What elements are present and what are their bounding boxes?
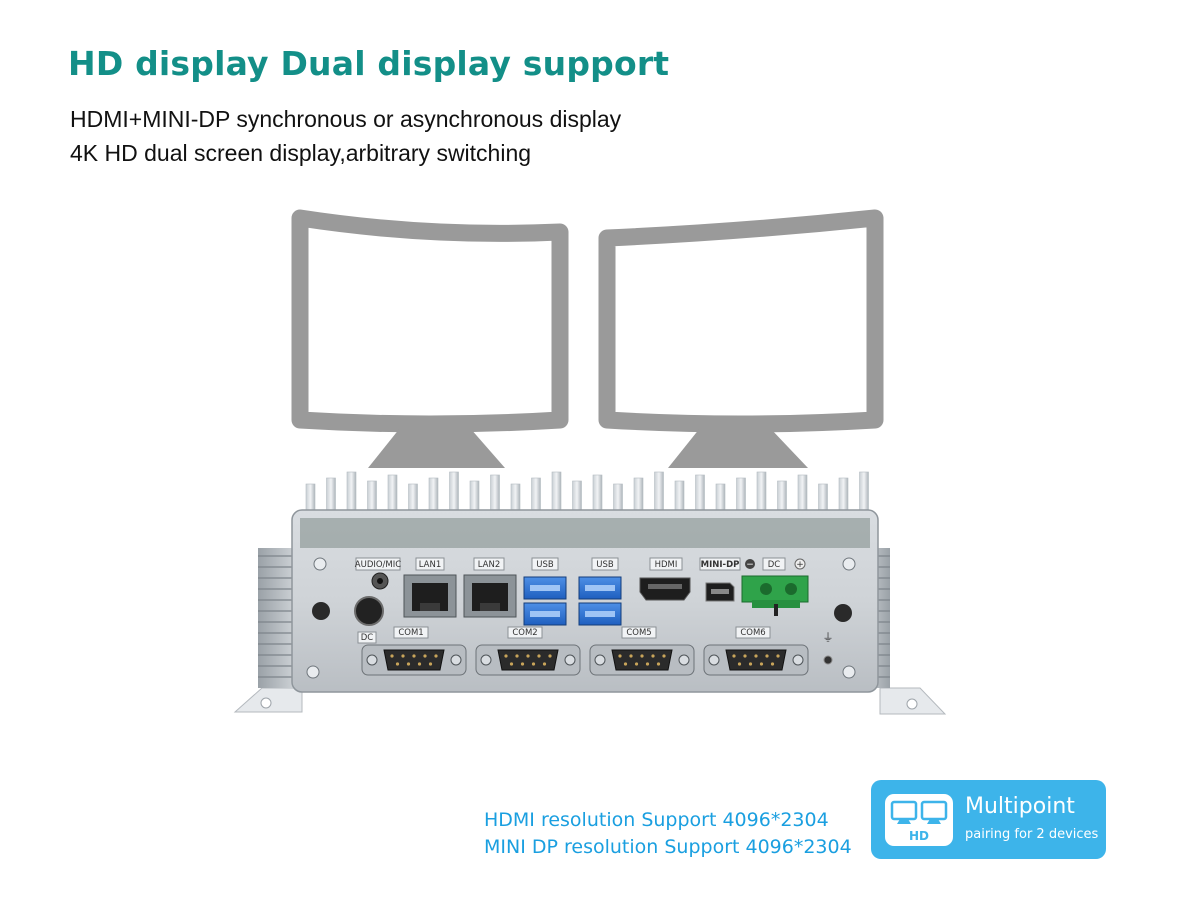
serial-port	[703, 644, 809, 676]
label-com2: COM2	[512, 628, 537, 638]
serial-ports	[361, 644, 809, 676]
heatsink-fins	[305, 471, 869, 519]
serial-port	[361, 644, 467, 676]
usb-port-stack-1	[523, 576, 567, 626]
ground-screw	[823, 655, 833, 665]
subtitle-line-1: HDMI+MINI-DP synchronous or asynchronous…	[70, 106, 622, 132]
screw-icon	[306, 557, 856, 679]
label-dc-left: DC	[361, 633, 374, 643]
badge-subtitle: pairing for 2 devices	[965, 827, 1099, 842]
page-title: HD display Dual display support	[68, 44, 670, 83]
label-com5: COM5	[626, 628, 651, 638]
mounting-bracket-icon	[233, 687, 947, 715]
badge-hd-label: HD	[909, 829, 929, 843]
lan-port-1	[403, 574, 457, 618]
badge-title: Multipoint	[965, 794, 1075, 819]
product-illustration: AUDIO/MIC LAN1 LAN2 USB USB HDMI MINI-DP…	[233, 209, 947, 715]
left-monitor-icon	[291, 209, 569, 468]
label-hdmi: HDMI	[655, 560, 678, 570]
label-audio-mic: AUDIO/MIC	[355, 560, 401, 570]
power-button	[354, 596, 384, 626]
label-lan1: LAN1	[419, 560, 442, 570]
dc-terminal-block	[741, 575, 809, 616]
label-mini-dp: MINI-DP	[701, 560, 740, 570]
label-com6: COM6	[740, 628, 765, 638]
label-usb-2: USB	[596, 560, 614, 570]
mini-dp-port	[705, 582, 735, 602]
subtitle-line-2: 4K HD dual screen display,arbitrary swit…	[70, 140, 532, 166]
usb-port-stack-2	[578, 576, 622, 626]
dual-monitor-hd-icon: HD	[885, 794, 953, 846]
serial-port	[475, 644, 581, 676]
multipoint-badge: HD Multipoint pairing for 2 devices	[871, 780, 1106, 859]
hdmi-port	[639, 577, 691, 601]
mount-hole	[312, 602, 330, 620]
right-monitor-icon	[598, 209, 884, 468]
label-dc-terminal: DC	[768, 560, 781, 570]
label-usb-1: USB	[536, 560, 554, 570]
lan-port-2	[463, 574, 517, 618]
label-com1: COM1	[398, 628, 423, 638]
label-minus: −	[746, 560, 754, 570]
mount-hole	[834, 604, 852, 622]
hdmi-resolution-text: HDMI resolution Support 4096*2304	[484, 809, 829, 831]
label-plus: +	[796, 560, 804, 570]
serial-port	[589, 644, 695, 676]
ground-icon: ⏚	[823, 631, 834, 644]
minidp-resolution-text: MINI DP resolution Support 4096*2304	[484, 836, 852, 858]
label-lan2: LAN2	[478, 560, 501, 570]
